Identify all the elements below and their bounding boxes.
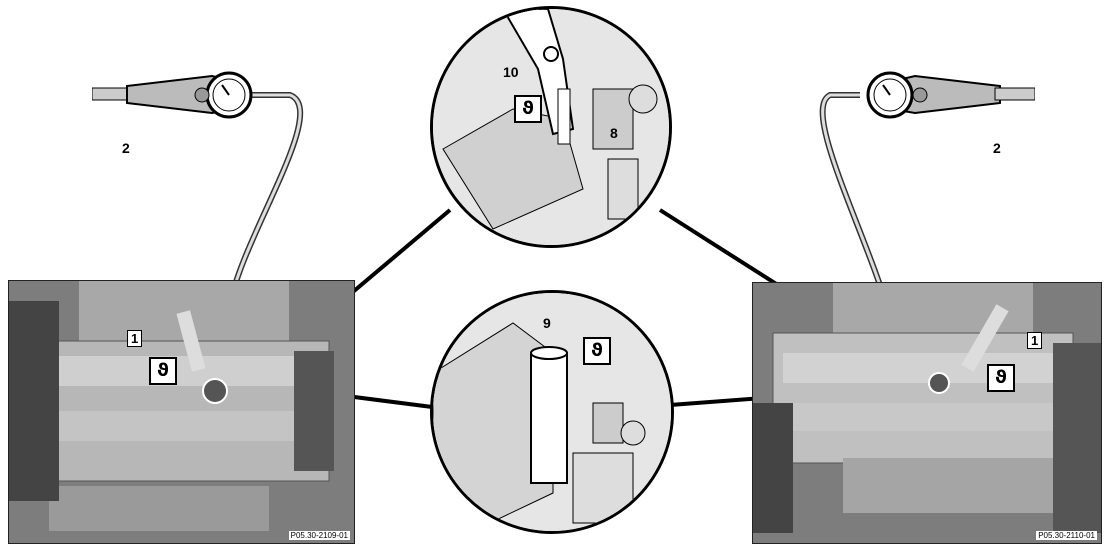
right-engine-photo: P05.30-2110-01 [752, 282, 1102, 544]
tool-symbol-bottom: ϑ [583, 337, 611, 365]
left-engine-photo: P05.30-2109-01 [8, 280, 355, 544]
label-valve: 8 [610, 125, 618, 141]
label-adapter-right: 1 [1027, 332, 1043, 349]
label-gauge-left: 2 [122, 140, 130, 156]
label-gauge-right: 2 [993, 140, 1001, 156]
tool-symbol-top: ϑ [514, 95, 542, 123]
label-adapter-left: 1 [127, 330, 143, 347]
tool-symbol-left: ϑ [149, 357, 177, 385]
detail-circle-top [430, 6, 672, 248]
label-lever: 10 [503, 64, 519, 80]
label-pin: 9 [543, 315, 551, 331]
photo-code-left: P05.30-2109-01 [288, 531, 350, 540]
left-pressure-gauge [92, 71, 253, 119]
right-pressure-gauge [866, 71, 1035, 119]
photo-code-right: P05.30-2110-01 [1036, 531, 1097, 540]
tool-symbol-right: ϑ [987, 364, 1015, 392]
detail-circle-bottom [430, 290, 674, 534]
